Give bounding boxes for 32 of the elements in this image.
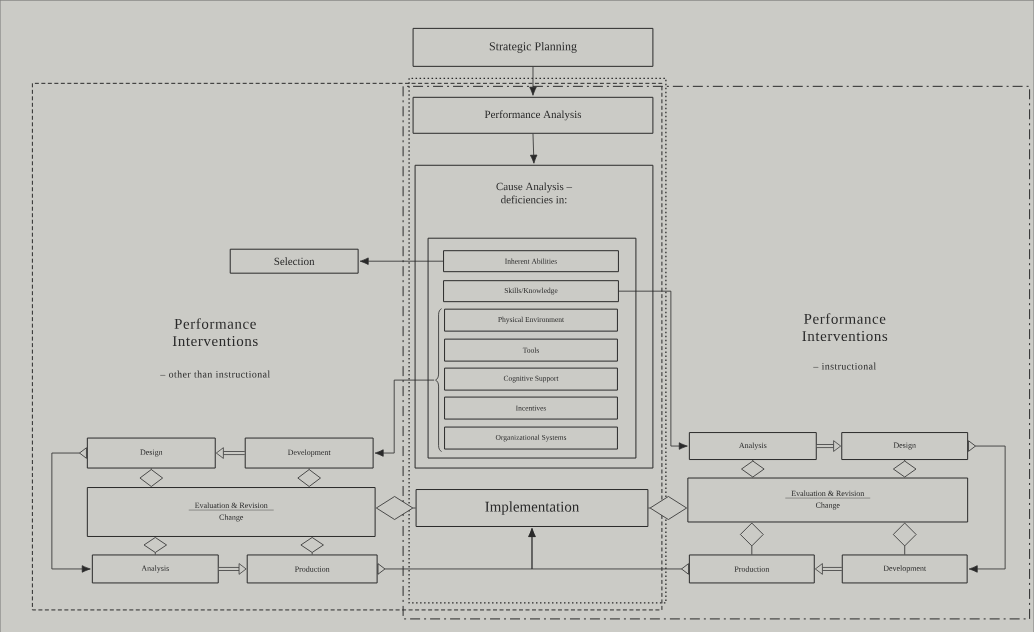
section-heading: Performance Interventions — [802, 313, 888, 341]
diamond-connector — [741, 459, 765, 478]
diamond-connector — [143, 536, 167, 555]
diamond-connector — [375, 495, 416, 520]
diamond-connector — [893, 459, 917, 478]
brace — [435, 308, 442, 452]
block-arrow — [215, 447, 245, 459]
arrow — [359, 257, 444, 265]
block-arrow — [815, 563, 842, 575]
block-arrow — [816, 440, 841, 452]
group-box — [427, 237, 637, 459]
section-subheading: – other than instructional — [160, 370, 270, 378]
process-box: Implementation — [415, 488, 649, 527]
arrow — [528, 528, 689, 575]
arrow — [530, 133, 538, 164]
arrow — [968, 440, 1006, 573]
diamond-connector — [139, 468, 163, 487]
arrow — [51, 447, 91, 573]
section-heading: Performance Interventions — [172, 318, 258, 346]
process-box: Performance Analysis — [412, 96, 654, 134]
arrow — [374, 379, 435, 457]
section-subheading: – instructional — [813, 362, 876, 370]
arrow — [618, 290, 688, 450]
diamond-connector — [300, 536, 324, 555]
diamond-connector — [892, 522, 917, 555]
diamond-connector — [297, 468, 321, 487]
block-arrow — [218, 563, 247, 575]
diamond-connector — [740, 522, 764, 555]
process-box: Selection — [229, 248, 359, 274]
process-box: Strategic Planning — [412, 27, 654, 67]
arrow — [529, 66, 537, 96]
diamond-connector — [648, 495, 687, 520]
